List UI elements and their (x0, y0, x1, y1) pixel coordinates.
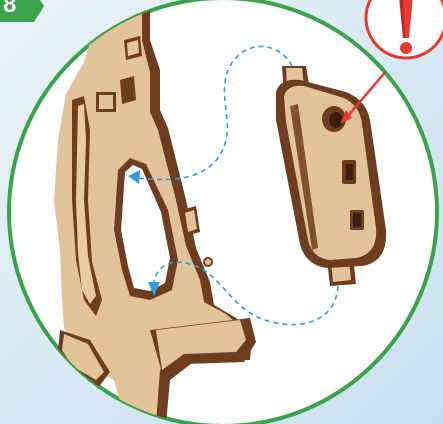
step-number: 8 (3, 0, 16, 19)
